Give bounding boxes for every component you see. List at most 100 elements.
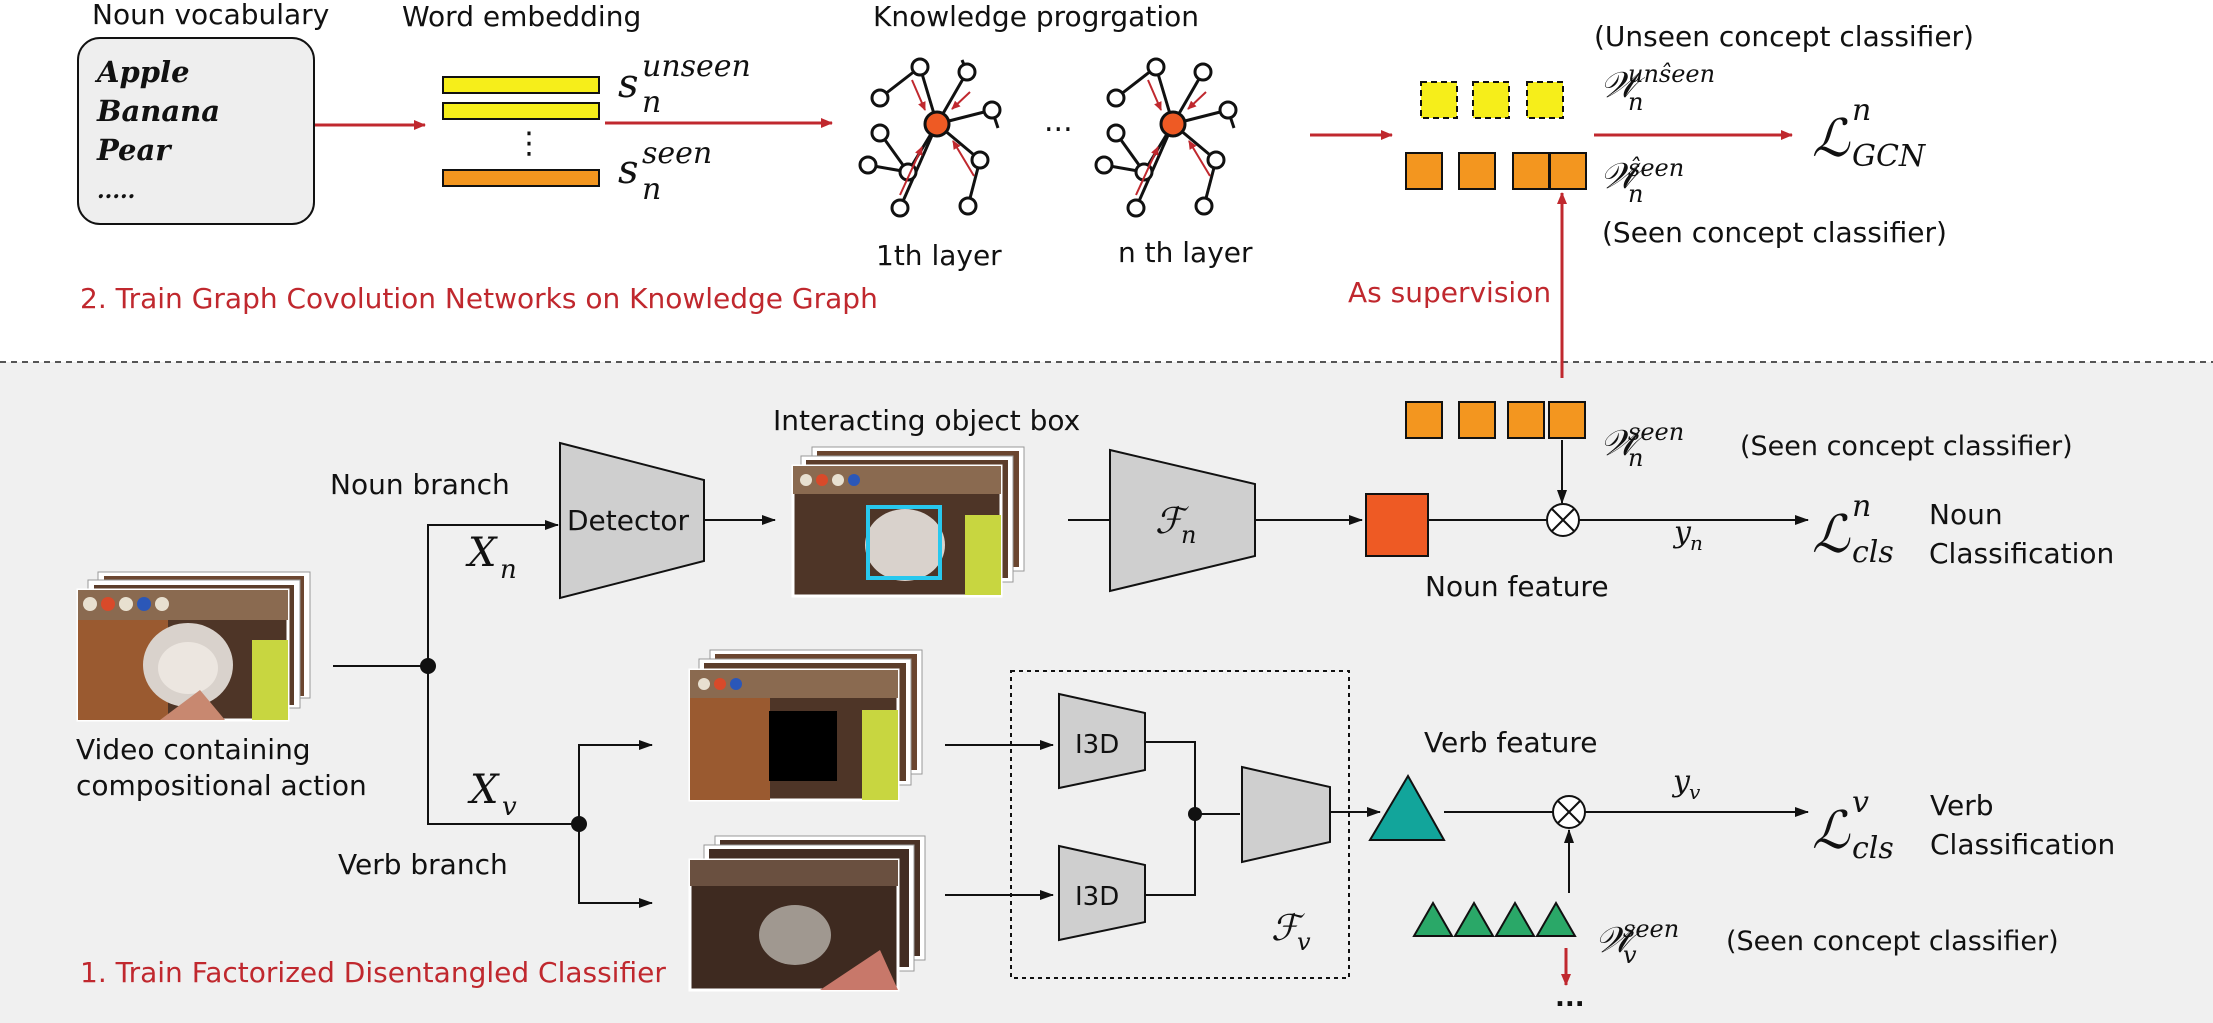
svg-text:v: v	[1623, 941, 1637, 969]
svg-text:X: X	[467, 767, 500, 813]
propagation-arrows-layer1	[899, 79, 975, 196]
w-v-seen-label: (Seen concept classifier)	[1726, 926, 2059, 957]
full-verb-frames	[688, 835, 926, 992]
branch-arrowheads	[545, 520, 653, 908]
detector-label: Detector	[567, 504, 689, 537]
branch-connectors	[333, 524, 650, 904]
noun-loss-symbol: ℒ n cls	[1812, 489, 1894, 570]
stage2-title: 2. Train Graph Covolution Networks on Kn…	[80, 282, 878, 315]
layer1-label: 1th layer	[876, 239, 1002, 272]
fv-dashed-box	[1010, 670, 1350, 979]
svg-text:unseen: unseen	[642, 49, 751, 84]
knowledge-title: Knowledge progrgation	[873, 0, 1199, 33]
svg-text:seen: seen	[642, 136, 712, 171]
embedding-unseen-bar	[442, 76, 600, 94]
propagation-arrows-layern	[1135, 79, 1211, 196]
fv-encoder-block	[1241, 765, 1331, 864]
verb-feature-label: Verb feature	[1424, 726, 1597, 759]
word-embedding-title: Word embedding	[402, 0, 641, 33]
as-supervision-label: As supervision	[1348, 276, 1551, 309]
svg-text:n: n	[1181, 521, 1196, 549]
branch-split-dot	[420, 658, 436, 674]
svg-text:n: n	[1628, 444, 1643, 472]
s-unseen-symbol: s unseen n	[618, 49, 751, 120]
verb-multiply-op	[1552, 795, 1586, 829]
svg-text:v: v	[1852, 785, 1869, 820]
verb-branch-label: Verb branch	[338, 848, 508, 881]
noun-classification-line1: Noun	[1929, 498, 2003, 531]
svg-text:ℒ: ℒ	[1812, 801, 1851, 861]
object-box-frames	[791, 446, 1025, 598]
noun-feature-square	[1365, 493, 1429, 557]
svg-text:n: n	[1690, 531, 1703, 555]
noun-branch-label: Noun branch	[330, 468, 510, 501]
verb-classifier-dots: ...	[1555, 983, 1585, 1013]
unseen-classifier-label: (Unseen concept classifier)	[1594, 20, 1974, 53]
verb-feature-triangle	[1368, 774, 1446, 841]
svg-text:s: s	[618, 61, 639, 107]
verb-classification-line1: Verb	[1930, 789, 1994, 822]
noun-multiply-op	[1546, 503, 1580, 537]
svg-text:ℒ: ℒ	[1812, 505, 1851, 565]
svg-text:unŝeen: unŝeen	[1628, 60, 1715, 88]
seen-classifier-blocks	[1405, 152, 1587, 190]
layers-hdots: ...	[1044, 104, 1073, 139]
i3d-merge-dot	[1188, 807, 1202, 821]
svg-text:y: y	[1672, 515, 1692, 550]
seen-classifier-label: (Seen concept classifier)	[1602, 216, 1947, 249]
svg-text:ŝeen: ŝeen	[1628, 154, 1684, 182]
video-caption-line1: Video containing	[76, 733, 311, 766]
i3d-bottom-label: I3D	[1075, 882, 1119, 912]
vocab-item: Banana	[96, 94, 220, 128]
svg-text:n: n	[500, 555, 517, 585]
verb-seen-classifier-triangles	[1412, 900, 1577, 937]
vocab-item: .....	[97, 178, 135, 204]
svg-text:n: n	[1852, 93, 1871, 128]
svg-text:X: X	[465, 530, 498, 576]
svg-text:n: n	[1852, 489, 1871, 524]
x-v-symbol: X v	[467, 767, 517, 822]
svg-text:GCN: GCN	[1852, 139, 1927, 174]
svg-text:n: n	[642, 172, 661, 207]
embedding-unseen-bar	[442, 102, 600, 120]
verb-classification-line2: Classification	[1930, 828, 2115, 861]
svg-text:n: n	[1628, 88, 1643, 116]
embedding-vdots: ⋮	[514, 126, 544, 161]
svg-text:v: v	[502, 792, 517, 822]
w-seen-hat-symbol: 𝒲 ŝeen n	[1600, 154, 1684, 208]
interacting-box-title: Interacting object box	[773, 404, 1080, 437]
svg-text:n: n	[642, 85, 661, 120]
svg-text:seen: seen	[1628, 418, 1684, 446]
input-video-frames	[76, 571, 311, 722]
vocab-item: Apple	[94, 55, 190, 89]
detector-block	[559, 441, 705, 600]
s-seen-symbol: s seen n	[618, 136, 712, 207]
svg-text:ℒ: ℒ	[1812, 109, 1851, 169]
svg-text:cls: cls	[1852, 831, 1894, 866]
layern-label: n th layer	[1118, 236, 1253, 269]
gcn-loss-symbol: ℒ n GCN	[1812, 93, 1927, 174]
noun-seen-classifier-blocks	[1405, 401, 1586, 439]
interacting-object-bbox	[866, 505, 942, 580]
knowledge-graph-layer1	[858, 57, 1002, 218]
embedding-seen-bar	[442, 169, 600, 187]
w-n-seen-label: (Seen concept classifier)	[1740, 431, 2073, 462]
i3d-bottom-block	[1058, 844, 1146, 942]
y-n-symbol: y n	[1672, 515, 1703, 555]
vocab-item: Pear	[96, 133, 173, 167]
svg-text:y: y	[1671, 764, 1691, 799]
i3d-top-block	[1058, 692, 1146, 790]
svg-text:v: v	[1689, 780, 1701, 804]
masked-verb-frames	[688, 649, 923, 802]
noun-vocab-title: Noun vocabulary	[92, 0, 329, 31]
knowledge-graph-layern	[1094, 57, 1238, 218]
i3d-top-label: I3D	[1075, 730, 1119, 760]
svg-text:s: s	[618, 147, 639, 193]
w-v-seen-symbol: 𝒲 seen v	[1595, 915, 1679, 969]
w-n-seen-symbol: 𝒲 seen n	[1600, 418, 1684, 472]
verb-split-dot	[571, 816, 587, 832]
noun-vocab-box	[77, 37, 315, 225]
video-caption-line2: compositional action	[76, 769, 367, 802]
svg-text:seen: seen	[1623, 915, 1679, 943]
svg-text:n: n	[1628, 180, 1643, 208]
